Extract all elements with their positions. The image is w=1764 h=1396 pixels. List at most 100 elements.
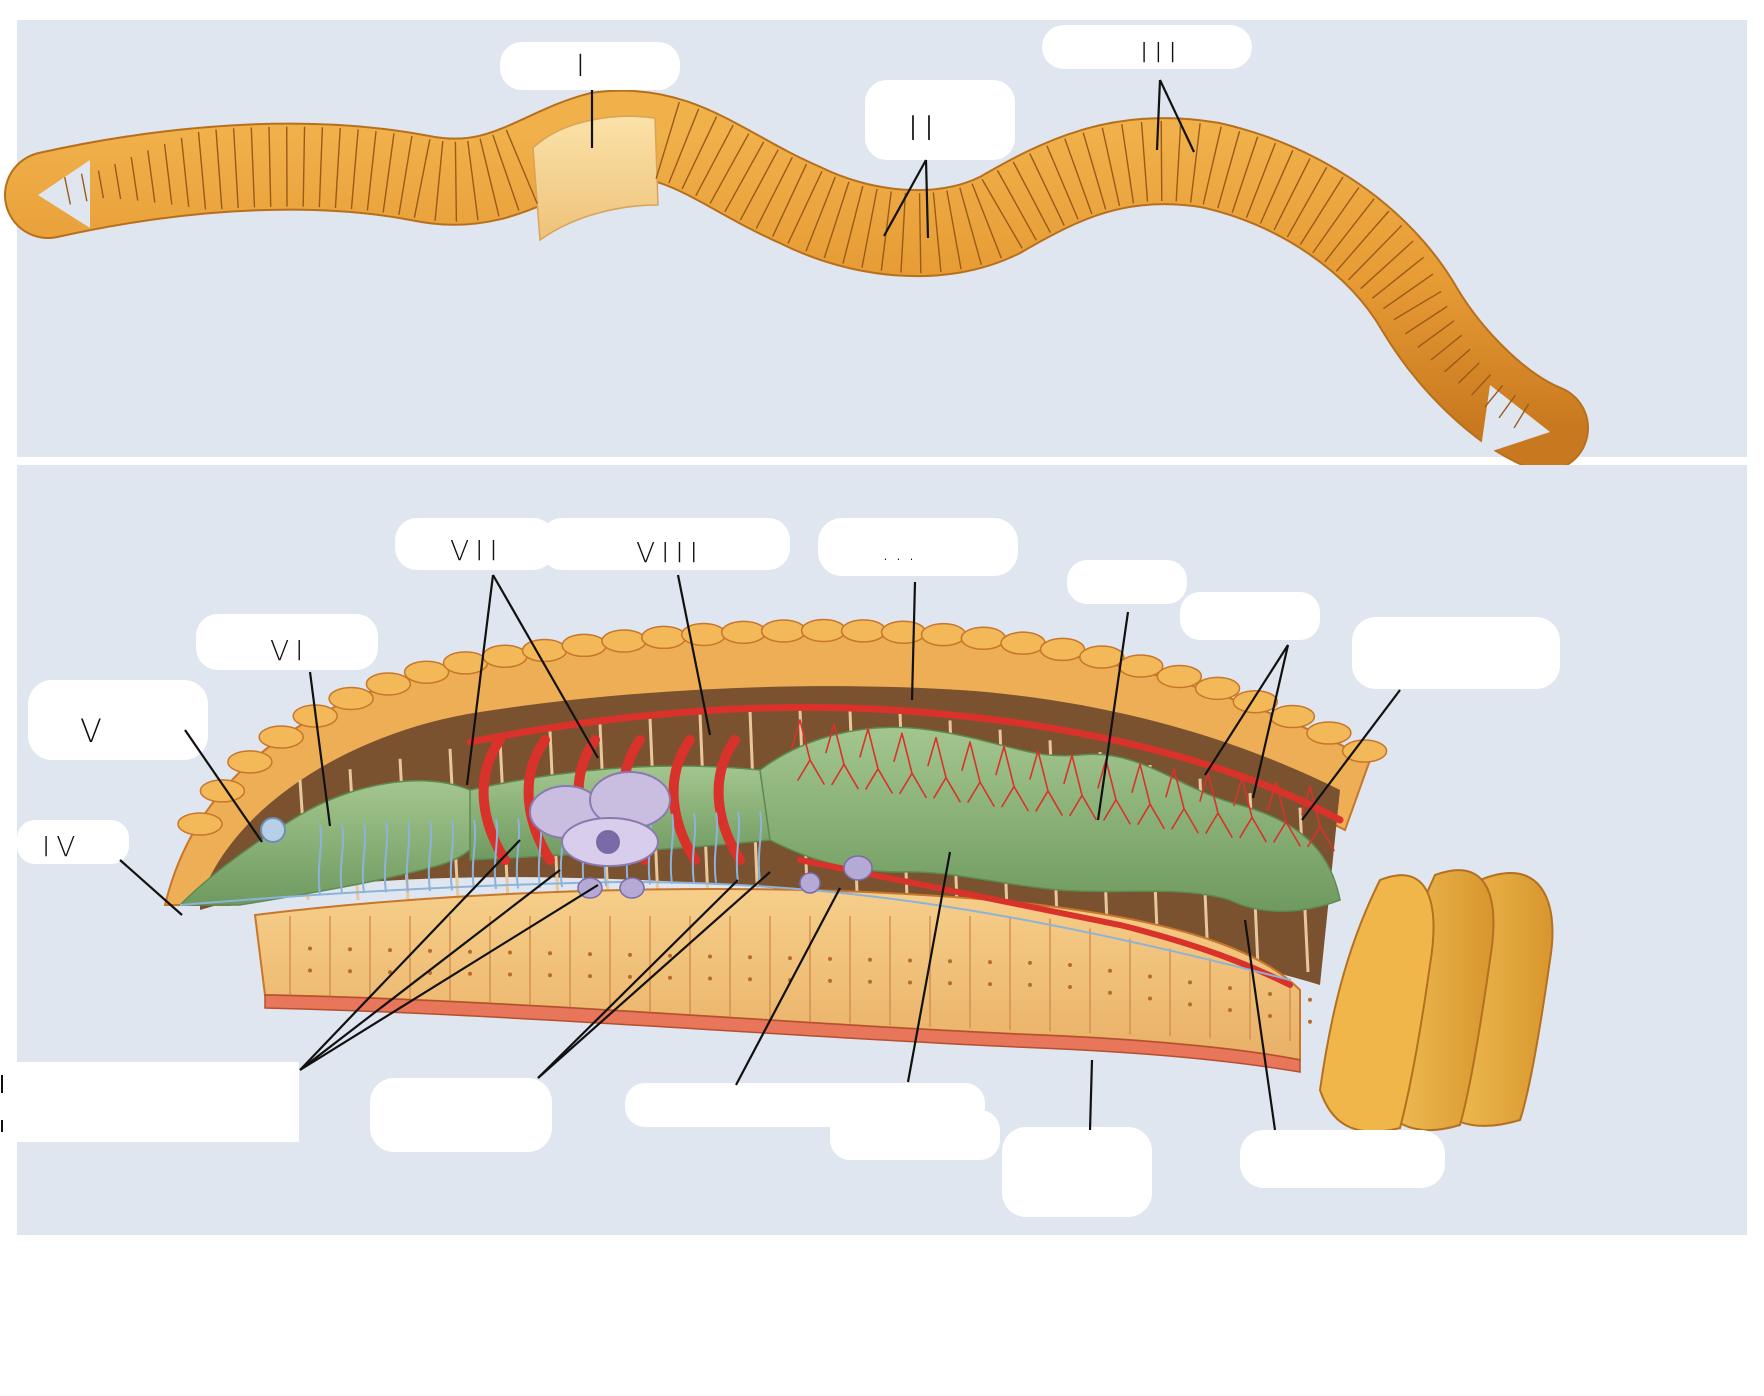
ventral-setae-dot [988,960,992,965]
segment-ring [398,135,413,215]
dorsal-segment-bumps [177,618,1388,836]
segment-ring [981,178,1023,249]
segment-ring [1046,145,1079,220]
aortic-arch [478,735,510,865]
ventral-setae-dot [1028,960,1032,965]
label-box-viii [540,518,790,570]
segment-ring [971,183,1002,259]
dorsal-bump [227,750,273,774]
nerve-branch [735,811,741,882]
capillary-branch [1233,776,1267,843]
segment-ring [114,163,122,200]
ventral-setae-dot [388,970,392,975]
nerve-branch [449,820,455,891]
dorsal-bump [760,619,807,643]
segment-ring [1417,320,1455,348]
ventral-setae-dot [1148,974,1152,979]
dorsal-bump [328,686,374,711]
label-box-xi [1180,592,1320,640]
leader-iii-a [1155,79,1162,151]
segment-ring [1484,384,1504,408]
capillary-branch [1199,772,1233,838]
dorsal-bump [1306,721,1352,745]
capillary-branch [1267,781,1301,847]
label-box-bottom-5 [1002,1127,1152,1217]
ventral-setae-dot [1068,962,1072,967]
capillary-branch [961,741,995,807]
ventral-setae-dot [828,956,832,961]
aortic-arch [713,735,745,865]
label-viii: VIII [636,536,704,569]
segment-ring [215,129,223,210]
dorsal-bump [840,619,887,643]
ventral-setae-dot [708,954,712,959]
ventral-nerve-cord [179,880,1291,981]
dorsal-bump [1118,654,1164,678]
segment-ring [1360,240,1414,290]
segment-ring [805,176,836,252]
ventral-setae-dot [868,957,872,962]
segment-ring [1101,127,1121,207]
segment-ring [413,139,431,218]
ventral-setae-dot [1228,986,1232,991]
ventral-setae-dot [548,951,552,956]
segment-ring [1286,166,1328,238]
segment-ring [1140,121,1149,202]
segment-ring [334,128,341,208]
segment-ring [1443,348,1471,373]
segment-ring [668,108,700,184]
bottom-panel: VII VIII ... VI V IV [1,465,1747,1235]
segment-ring [64,176,72,205]
dorsal-bump [403,660,450,684]
segment-ring [1121,124,1135,204]
dorsal-bump [1269,704,1316,729]
capillary-branch [791,719,825,785]
worm-anterior-tip [38,160,90,228]
dorsal-bump [1079,645,1125,669]
dorsal-bump [800,618,847,643]
capillary-branch [1097,758,1131,825]
ventral-setae-dot [948,981,952,986]
label-box-iii [1042,25,1252,69]
label-box-x [1067,560,1187,604]
dorsal-bump [960,626,1007,651]
posterior-cut-end [1318,869,1554,1133]
worm-posterior-tip [1480,385,1550,455]
segment-ring [709,133,750,204]
ventral-setae-dot [348,947,352,952]
ventral-setae-dot [468,949,472,954]
top-panel: I II III [4,20,1747,472]
leader-ii-a [883,159,927,237]
segment-ring [724,141,765,213]
dorsal-bump [720,620,767,645]
dorsal-bump [258,725,304,749]
nerve-branch [493,818,499,890]
segment-ring [946,190,962,270]
dorsal-bump [1194,676,1241,701]
segment-ring [1371,256,1425,299]
ventral-setae-dot [1228,1008,1232,1013]
ventral-setae-dot [308,968,312,973]
ventral-setae-dot [628,974,632,979]
dorsal-bump [1341,739,1388,763]
dorsal-bump [199,779,246,803]
worm-segments [64,101,1530,429]
label-box-bottom-4 [830,1110,1000,1160]
label-ii: II [908,109,940,149]
segment-ring [1382,273,1434,310]
ventral-setae-dot [468,971,472,976]
label-v: V [80,712,108,750]
segment-ring [366,130,377,211]
ventral-setae-dot [588,974,592,979]
gut-capillaries [791,719,1335,852]
dorsal-bump [601,629,647,653]
segment-ring [1324,198,1375,263]
ventral-setae-dot [1028,982,1032,987]
segment-ring [918,193,922,274]
dorsal-bump [177,812,223,836]
segment-ring [1513,403,1530,429]
segment-ring [80,173,88,202]
nerve-branch [691,812,697,884]
segment-ring [147,150,156,203]
segment-ring [695,124,734,197]
